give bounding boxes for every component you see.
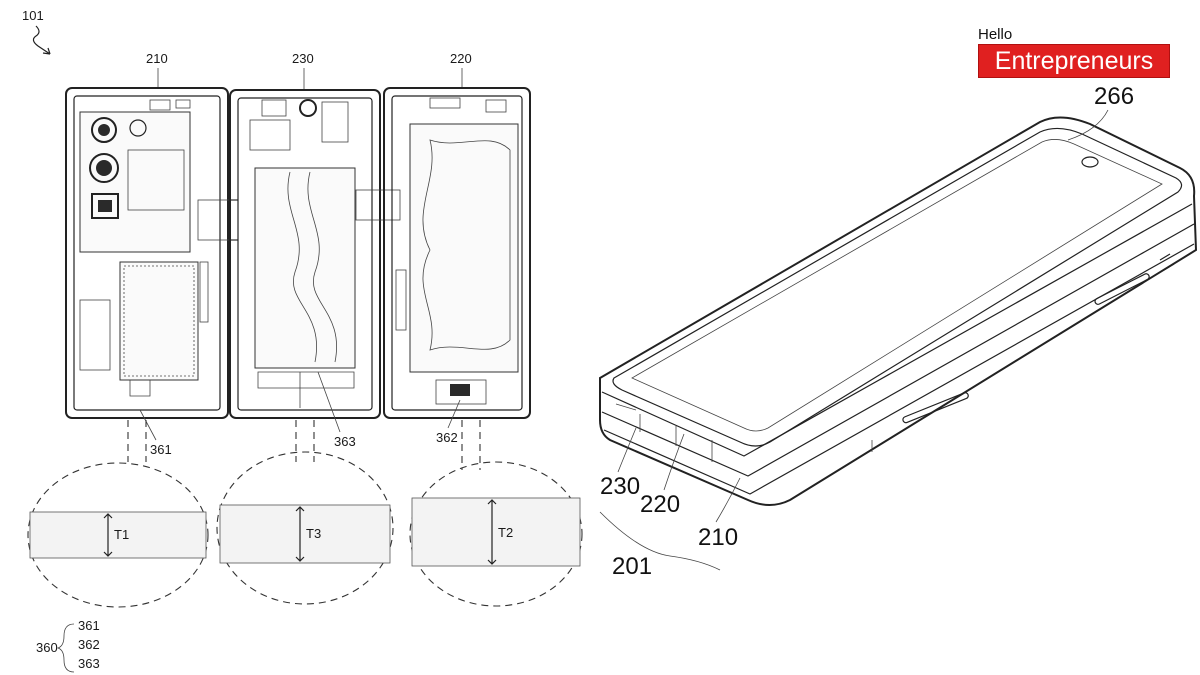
cut-label-361: 361 [150, 442, 172, 457]
projection-363 [295, 420, 315, 462]
brace-201 [599, 511, 721, 571]
panel-label-210: 210 [146, 51, 168, 66]
legend-item-361: 361 [78, 618, 100, 633]
legend-group-label: 360 [36, 640, 58, 655]
brand-logo: Hello Entrepreneurs [976, 26, 1172, 78]
cut-label-363: 363 [334, 434, 356, 449]
label-266: 266 [1094, 83, 1134, 110]
legend-item-362: 362 [78, 637, 100, 652]
thickness-t2: T2 [498, 525, 513, 540]
detail-circle-t3: T3 [216, 451, 394, 605]
side-slot-1 [902, 392, 969, 424]
flex-connector-left [197, 199, 239, 241]
panel-label-230: 230 [292, 51, 314, 66]
thickness-t1: T1 [114, 527, 129, 542]
layer-line-3 [603, 243, 1195, 495]
detail-circle-t1: T1 [27, 462, 209, 608]
label-220: 220 [640, 491, 680, 518]
leader-230-right [617, 427, 637, 473]
logo-entrepreneurs: Entrepreneurs [978, 44, 1170, 78]
detail-circle-t2: T2 [409, 461, 583, 607]
fig-ref-arrowhead [42, 47, 51, 55]
legend-360: 360 361 362 363 [36, 618, 100, 673]
leader-220-right [663, 433, 685, 491]
fig-ref-label: 101 [22, 8, 44, 23]
layer-line-2 [601, 223, 1195, 477]
housing-panel-220 [383, 87, 531, 419]
housing-panel-230 [229, 89, 381, 419]
housing-panel-210 [65, 87, 229, 419]
legend-brace [56, 623, 75, 673]
front-camera-icon [1081, 156, 1099, 168]
leader-266 [1067, 109, 1109, 141]
label-210: 210 [698, 524, 738, 551]
cut-label-362: 362 [436, 430, 458, 445]
layer-line-1 [601, 203, 1193, 457]
right-figure: 266 230 220 210 201 [599, 83, 1198, 580]
thickness-t3: T3 [306, 526, 321, 541]
side-details [615, 403, 873, 462]
leader-361 [139, 409, 157, 441]
device-top-face [612, 127, 1183, 447]
display-area [631, 139, 1163, 432]
projection-362 [461, 420, 481, 470]
left-figure: 101 210 230 220 [22, 8, 583, 673]
device-body-outline [599, 116, 1198, 506]
label-201: 201 [612, 553, 652, 580]
flex-connector-right [355, 189, 401, 221]
side-slot-2 [1094, 273, 1150, 305]
leader-362 [447, 399, 461, 429]
leader-210-right [715, 477, 741, 523]
projection-361 [127, 420, 147, 462]
panel-label-220: 220 [450, 51, 472, 66]
logo-hello: Hello [978, 26, 1013, 43]
fig-ref-arrow [32, 25, 51, 55]
side-buttons [1159, 253, 1175, 271]
label-230: 230 [600, 473, 640, 500]
leader-363 [317, 371, 341, 433]
legend-item-363: 363 [78, 656, 100, 671]
